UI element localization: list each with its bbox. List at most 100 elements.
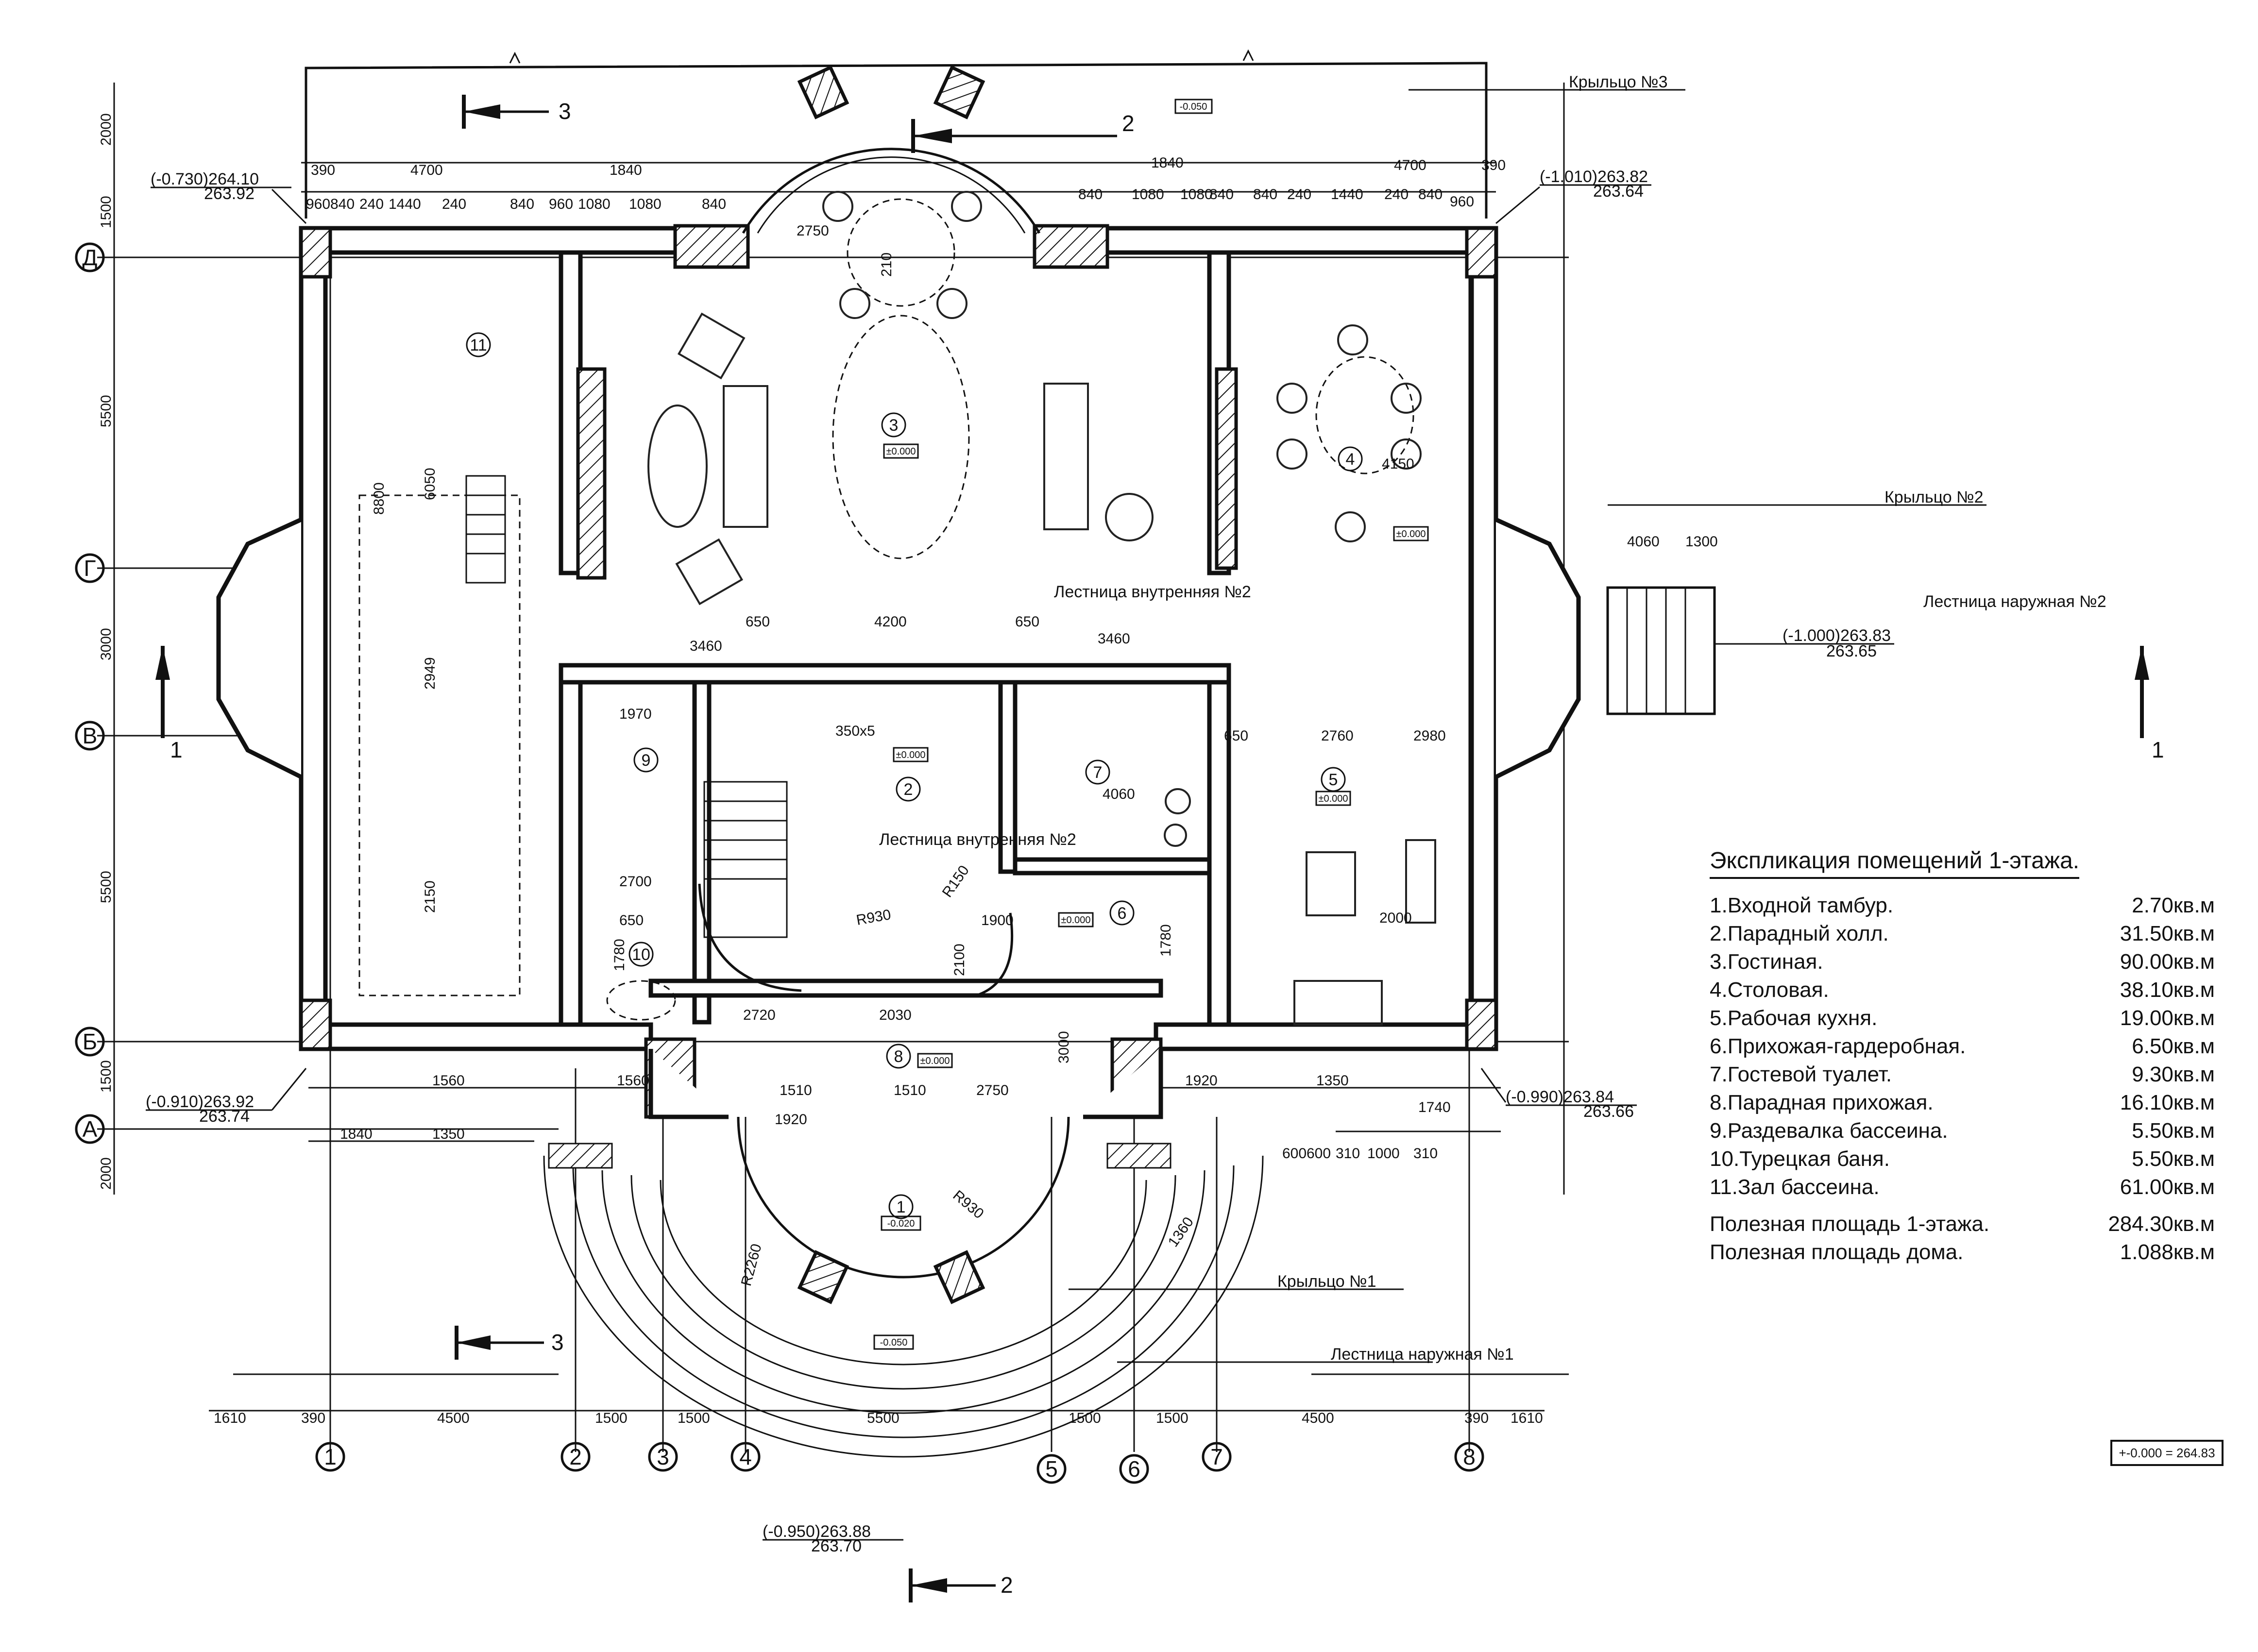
svg-text:6050: 6050: [422, 468, 438, 500]
svg-text:1500: 1500: [595, 1410, 628, 1426]
axis-B: Б: [83, 1029, 97, 1054]
legend-title: Экспликация помещений 1-этажа.: [1710, 847, 2080, 879]
svg-text:1610: 1610: [1511, 1410, 1543, 1426]
svg-text:263.65: 263.65: [1826, 642, 1877, 660]
svg-text:3000: 3000: [98, 628, 114, 660]
legend-room-area: 61.00кв.м: [2120, 1175, 2215, 1199]
legend-room-name: 3.Гостиная.: [1710, 950, 1823, 974]
room-legend: Экспликация помещений 1-этажа. 1.Входной…: [1710, 847, 2215, 1266]
svg-text:1920: 1920: [1185, 1073, 1218, 1089]
svg-text:840: 840: [1418, 186, 1443, 202]
svg-text:3460: 3460: [690, 638, 722, 654]
svg-text:2720: 2720: [743, 1007, 776, 1023]
svg-text:2750: 2750: [797, 223, 829, 239]
building-walls: [216, 224, 1581, 1119]
legend-row: 1.Входной тамбур.2.70кв.м: [1710, 892, 2215, 920]
svg-text:1080: 1080: [1180, 186, 1213, 202]
svg-text:-0.050: -0.050: [880, 1337, 908, 1348]
axis-A: А: [83, 1116, 98, 1142]
svg-text:840: 840: [1078, 186, 1103, 202]
svg-text:±0.000: ±0.000: [1396, 529, 1426, 539]
section-3-top: 3: [559, 99, 571, 124]
axis-5: 5: [1045, 1456, 1058, 1482]
svg-text:1500: 1500: [1156, 1410, 1188, 1426]
label-external-stair-1: Лестница наружная №1: [1331, 1345, 1514, 1364]
room-8-number: 8: [894, 1047, 903, 1066]
axis-bubbles-numeric: 1 2 3 4 5 6 7 8: [315, 1442, 1484, 1484]
axis-1: 1: [324, 1444, 337, 1469]
internal-stair-hall: [698, 781, 1014, 997]
svg-text:390: 390: [1464, 1410, 1489, 1426]
svg-text:Крыльцо №2: Крыльцо №2: [1884, 488, 1984, 506]
porch-labels: Крыльцо №3 Крыльцо №2 Крыльцо №1 Лестниц…: [879, 73, 2106, 1364]
legend-room-name: 4.Столовая.: [1710, 978, 1829, 1002]
porch-3-outline: [305, 49, 1488, 219]
room-3-number: 3: [889, 416, 899, 435]
svg-text:840: 840: [510, 196, 534, 212]
svg-text:1560: 1560: [617, 1073, 649, 1089]
legend-row: 10.Турецкая баня.5.50кв.м: [1710, 1145, 2215, 1173]
axis-7: 7: [1210, 1444, 1223, 1469]
svg-text:240: 240: [1384, 186, 1409, 202]
corner-elevations: (-0.730)264.10 263.92 (-1.010)263.82 263…: [146, 168, 1894, 1555]
section-1-left: 1: [170, 737, 183, 762]
label-internal-stair-top: Лестница внутренняя №2: [1054, 583, 1251, 601]
svg-text:840: 840: [1209, 186, 1234, 202]
svg-text:1500: 1500: [98, 1060, 114, 1093]
dimension-texts-top: 390 4700 1840 1840 4700 390 960 840 240 …: [306, 155, 1506, 212]
svg-text:(-0.730)264.10: (-0.730)264.10: [151, 170, 259, 188]
room-9-number: 9: [642, 751, 651, 770]
misc-dimensions: 2750 210 3460 4200 3460 650 650 2760 650…: [340, 223, 1718, 1288]
elevation-note: +-0.000 = 264.83: [2110, 1440, 2224, 1466]
furniture: [606, 191, 1436, 1026]
svg-text:2000: 2000: [98, 1157, 114, 1190]
svg-text:390: 390: [311, 162, 335, 178]
svg-text:1900: 1900: [981, 912, 1014, 928]
legend-room-name: 10.Турецкая баня.: [1710, 1147, 1890, 1171]
room-10-number: 10: [632, 945, 650, 964]
svg-text:4500: 4500: [437, 1410, 470, 1426]
section-1-right: 1: [2152, 737, 2164, 762]
svg-text:(-0.990)263.84: (-0.990)263.84: [1506, 1088, 1614, 1106]
axis-2: 2: [569, 1444, 582, 1469]
svg-text:4200: 4200: [874, 614, 907, 630]
legend-room-area: 90.00кв.м: [2120, 950, 2215, 974]
label-external-stair-2: Лестница наружная №2: [1923, 592, 2106, 611]
legend-row: 11.Зал бассеина. 61.00кв.м: [1710, 1173, 2215, 1201]
legend-room-name: 5.Рабочая кухня.: [1710, 1006, 1878, 1030]
legend-room-name: 11.Зал бассеина.: [1710, 1175, 1880, 1199]
svg-text:±0.000: ±0.000: [1061, 915, 1090, 926]
legend-room-area: 9.30кв.м: [2132, 1062, 2215, 1086]
svg-text:1500: 1500: [678, 1410, 710, 1426]
svg-text:(-1.010)263.82: (-1.010)263.82: [1540, 168, 1648, 186]
legend-row: 3.Гостиная. 90.00кв.м: [1710, 948, 2215, 976]
svg-text:240: 240: [1287, 186, 1311, 202]
svg-text:1500: 1500: [1069, 1410, 1101, 1426]
svg-text:±0.000: ±0.000: [886, 446, 916, 457]
legend-row: 6.Прихожая-гардеробная.6.50кв.м: [1710, 1032, 2215, 1061]
svg-text:-0.050: -0.050: [1180, 101, 1207, 112]
axis-8: 8: [1463, 1444, 1476, 1469]
section-2-top: 2: [1122, 111, 1135, 136]
svg-text:2000: 2000: [1379, 910, 1412, 926]
room-4-number: 4: [1346, 450, 1355, 469]
svg-text:650: 650: [1224, 728, 1248, 744]
legend-room-name: 1.Входной тамбур.: [1710, 893, 1894, 917]
svg-text:R930: R930: [950, 1187, 987, 1222]
svg-text:840: 840: [1253, 186, 1277, 202]
svg-text:2750: 2750: [976, 1082, 1009, 1098]
legend-row: 9.Раздевалка бассеина.5.50кв.м: [1710, 1117, 2215, 1145]
svg-text:1780: 1780: [611, 939, 628, 971]
svg-text:(-0.910)263.92: (-0.910)263.92: [146, 1093, 254, 1111]
legend-row: 2.Парадный холл.31.50кв.м: [1710, 920, 2215, 948]
svg-text:2980: 2980: [1413, 728, 1446, 744]
svg-text:2150: 2150: [422, 880, 438, 913]
section-2-bottom: 2: [1001, 1572, 1013, 1598]
svg-text:600: 600: [1282, 1146, 1307, 1162]
axis-D: Д: [82, 245, 97, 270]
svg-text:1610: 1610: [214, 1410, 246, 1426]
svg-text:R150: R150: [939, 862, 972, 900]
legend-room-name: 6.Прихожая-гардеробная.: [1710, 1034, 1966, 1058]
legend-room-name: 8.Парадная прихожая.: [1710, 1091, 1934, 1114]
svg-text:1740: 1740: [1418, 1099, 1451, 1115]
